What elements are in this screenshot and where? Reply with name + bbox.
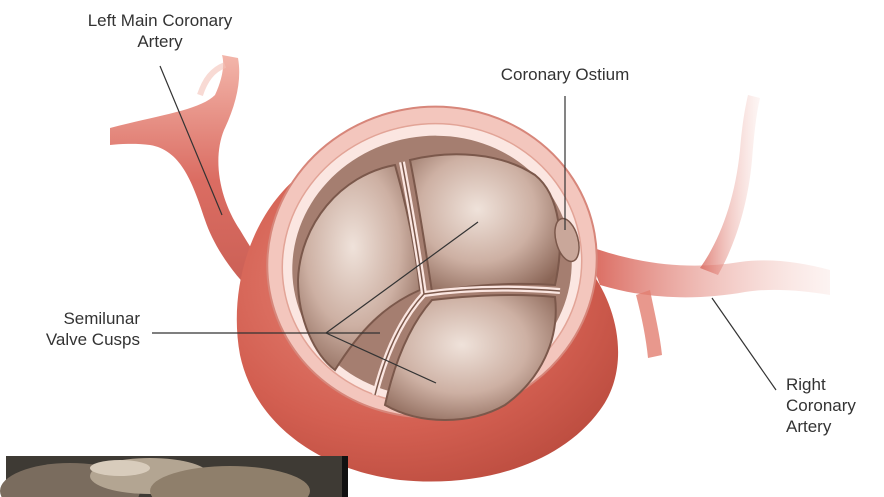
label-line: Artery [786, 416, 884, 437]
label-line: Coronary Ostium [470, 64, 660, 85]
semilunar-valve-cusps-label: Semilunar Valve Cusps [20, 308, 140, 350]
photo-inset-icon [0, 456, 348, 497]
rca-leader-line [712, 298, 776, 390]
right-coronary-artery-label: Right Coronary Artery [786, 374, 884, 437]
left-main-coronary-artery-label: Left Main Coronary Artery [60, 10, 260, 52]
label-line: Right [786, 374, 884, 395]
label-line: Valve Cusps [20, 329, 140, 350]
label-line: Left Main Coronary [60, 10, 260, 31]
coronary-ostium-label: Coronary Ostium [470, 64, 660, 85]
label-line: Artery [60, 31, 260, 52]
label-line: Semilunar [20, 308, 140, 329]
photo-inset [0, 456, 348, 497]
label-line: Coronary [786, 395, 884, 416]
right-coronary-artery [585, 95, 830, 358]
